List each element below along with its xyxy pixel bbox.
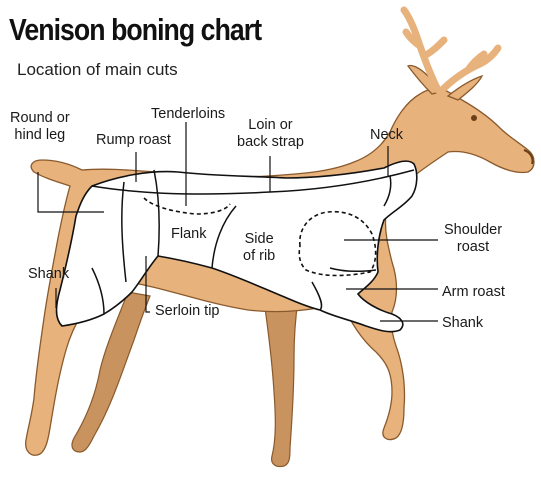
label-shank-hind: Shank	[28, 266, 70, 282]
label-tenderloins: Tenderloins	[151, 106, 226, 122]
label-loin-back-strap: Loin or back strap	[237, 117, 304, 151]
label-arm-roast: Arm roast	[442, 284, 505, 300]
far-legs	[71, 291, 299, 468]
label-shank-fore: Shank	[442, 315, 484, 331]
cut-lines	[91, 169, 415, 315]
label-flank: Flank	[171, 226, 207, 242]
cuts-region	[55, 160, 418, 333]
chart-subtitle: Location of main cuts	[17, 60, 178, 79]
far-fore-leg	[263, 299, 299, 468]
label-round-hind-leg: Round or hind leg	[10, 110, 70, 144]
chart-title: Venison boning chart	[9, 12, 262, 47]
far-hind-leg	[71, 291, 151, 453]
nose	[523, 149, 534, 165]
label-shoulder-roast: Shoulder roast	[444, 222, 503, 256]
dashed-cuts	[143, 197, 377, 277]
label-serloin-tip: Serloin tip	[155, 303, 220, 319]
eye	[471, 115, 477, 121]
leader-lines	[37, 122, 438, 322]
label-rump-roast: Rump roast	[96, 132, 171, 148]
ear-front	[446, 74, 484, 101]
label-side-of-rib: Side of rib	[243, 231, 276, 265]
label-neck: Neck	[370, 127, 404, 143]
antlers	[400, 6, 502, 96]
